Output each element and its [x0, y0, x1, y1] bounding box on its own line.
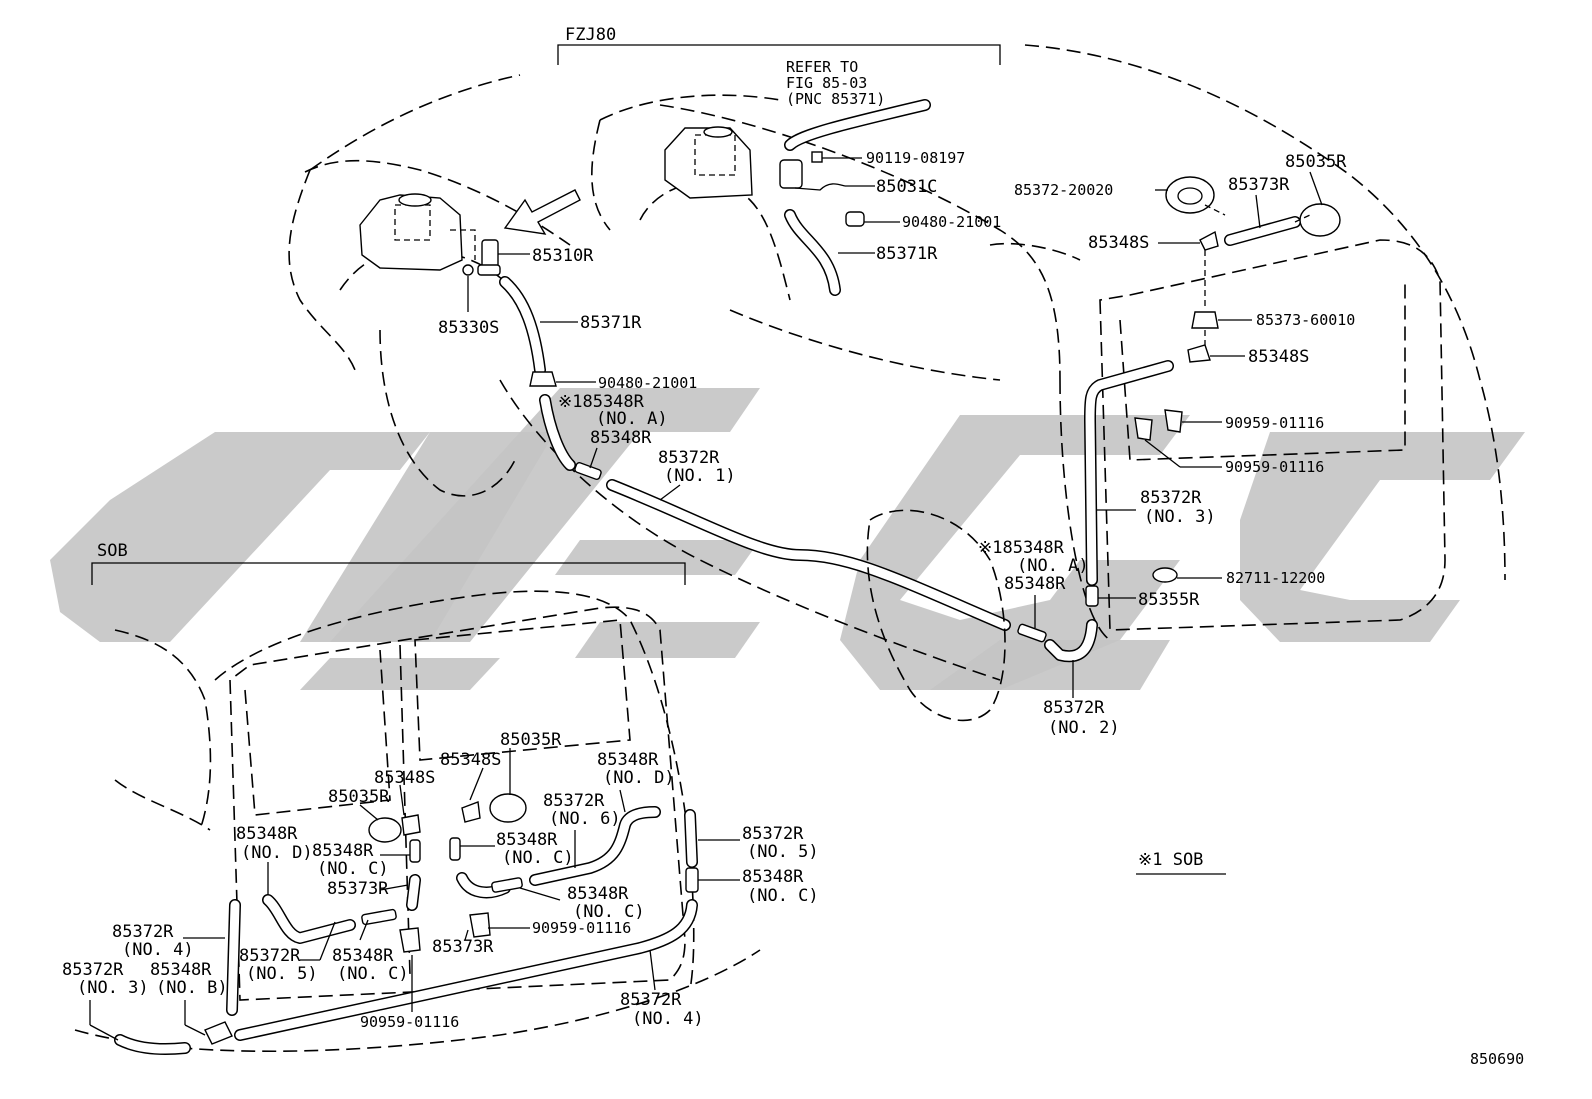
- label-85031c: 85031C: [876, 177, 937, 197]
- label-185348r-a-left: ※185348R: [558, 392, 645, 412]
- label-85372r-no1: 85372R: [658, 448, 720, 468]
- label-sob-85373r-mid: 85373R: [432, 937, 494, 957]
- label-sob-90959-01116-bottom: 90959-01116: [360, 1013, 459, 1031]
- label-noa-left: (NO. A): [596, 409, 668, 429]
- label-85372r-no3-right: 85372R: [1140, 488, 1202, 508]
- label-90119-08197: 90119-08197: [866, 149, 965, 167]
- label-sob-no6: (NO. 6): [549, 809, 621, 829]
- label-sob-85372r-no4-bottom: 85372R: [620, 990, 682, 1010]
- label-90959-01116-r2: 90959-01116: [1225, 458, 1324, 476]
- label-85372r-no2: 85372R: [1043, 698, 1105, 718]
- label-sob-85372r-no5-left: 85372R: [239, 946, 301, 966]
- sob-bracket: SOB: [91, 541, 686, 585]
- label-sob-no3: (NO. 3): [77, 978, 149, 998]
- label-sob-85372r-no4-left: 85372R: [112, 922, 174, 942]
- hose-assembly-sob: [114, 793, 699, 1056]
- label-85348s-right: 85348S: [1248, 347, 1309, 367]
- fzj80-bracket: FZJ80: [557, 25, 1001, 65]
- label-85373r-right: 85373R: [1228, 175, 1290, 195]
- label-refer-2: FIG 85-03: [786, 74, 867, 92]
- hose-assembly-rear: [1017, 176, 1341, 663]
- label-no2: (NO. 2): [1048, 718, 1120, 738]
- label-sob-nod-left: (NO. D): [241, 843, 313, 863]
- part-labels: REFER TO FIG 85-03 (PNC 85371) 90119-081…: [62, 58, 1524, 1068]
- label-82711-12200: 82711-12200: [1226, 569, 1325, 587]
- washer-tank-inset: [664, 126, 753, 199]
- label-185348r-a-right: ※185348R: [978, 538, 1065, 558]
- label-sob-85372r-no6: 85372R: [543, 791, 605, 811]
- label-sob-noc-mid: (NO. C): [502, 848, 574, 868]
- label-sob-85348r-noc-bl: 85348R: [332, 946, 394, 966]
- label-sob-90959-01116-mid: 90959-01116: [532, 919, 631, 937]
- label-sob-85348r-nod-mid: 85348R: [597, 750, 659, 770]
- label-sob-85035r-left: 85035R: [328, 787, 390, 807]
- vehicle-body-inset: [591, 94, 1081, 381]
- label-sob-noc-right: (NO. C): [747, 886, 819, 906]
- label-sob-85348r-noc-mid: 85348R: [496, 830, 558, 850]
- label-85348r-left: 85348R: [590, 428, 652, 448]
- label-sob-noc-bl: (NO. C): [337, 964, 409, 984]
- label-sob-no5-right: (NO. 5): [747, 842, 819, 862]
- label-85035r-right: 85035R: [1285, 152, 1347, 172]
- label-85373-60010: 85373-60010: [1256, 311, 1355, 329]
- label-sob-noc-left: (NO. C): [317, 859, 389, 879]
- label-noa-right: (NO. A): [1017, 556, 1089, 576]
- label-sob-no4-bottom: (NO. 4): [632, 1009, 704, 1029]
- label-no3-right: (NO. 3): [1144, 507, 1216, 527]
- label-90480-21001-top: 90480-21001: [902, 213, 1001, 231]
- label-sob-85348r-noc-right: 85348R: [742, 867, 804, 887]
- leader-lines: [89, 157, 1323, 1041]
- washer-tank-left: [359, 193, 476, 271]
- label-sob-85035r-mid: 85035R: [500, 730, 562, 750]
- label-sob-85348r-nod-left: 85348R: [236, 824, 298, 844]
- label-no1: (NO. 1): [664, 466, 736, 486]
- label-sob-85373r-left: 85373R: [327, 879, 389, 899]
- label-sob-85348r-noc-center: 85348R: [567, 884, 629, 904]
- note-sob: ※1 SOB: [1138, 850, 1203, 870]
- label-85371r-top: 85371R: [876, 244, 938, 264]
- label-sob-nob: (NO. B): [156, 978, 228, 998]
- label-refer-3: (PNC 85371): [786, 90, 885, 108]
- hose-assembly-front: [462, 239, 1011, 631]
- label-85371r-left: 85371R: [580, 313, 642, 333]
- label-85372-20020: 85372-20020: [1014, 181, 1113, 199]
- fzj80-section-label: FZJ80: [565, 25, 616, 45]
- label-90959-01116-r1: 90959-01116: [1225, 414, 1324, 432]
- label-refer-1: REFER TO: [786, 58, 858, 76]
- watermark-logo: [50, 388, 1525, 690]
- label-sob-85348s-mid: 85348S: [440, 750, 501, 770]
- label-sob-85348r-nob: 85348R: [150, 960, 212, 980]
- label-sob-85372r-no3: 85372R: [62, 960, 124, 980]
- label-sob-85348s-left: 85348S: [374, 768, 435, 788]
- label-85348s-right-top: 85348S: [1088, 233, 1149, 253]
- label-sob-85372r-no5-right: 85372R: [742, 824, 804, 844]
- label-sob-85348r-noc-left: 85348R: [312, 841, 374, 861]
- figure-number: 850690: [1470, 1050, 1524, 1068]
- label-sob-noc-center: (NO. C): [573, 902, 645, 922]
- label-85330s: 85330S: [438, 318, 499, 338]
- label-90480-21001-left: 90480-21001: [598, 374, 697, 392]
- vehicle-body-rear: [866, 44, 1506, 722]
- hose-assembly-inset: [779, 99, 931, 296]
- label-85310r: 85310R: [532, 246, 594, 266]
- label-sob-nod-mid: (NO. D): [603, 768, 675, 788]
- direction-arrow: [503, 189, 581, 235]
- label-85355r: 85355R: [1138, 590, 1200, 610]
- label-85348r-right: 85348R: [1004, 574, 1066, 594]
- label-sob-no5-left: (NO. 5): [246, 964, 318, 984]
- label-sob-no4-left: (NO. 4): [122, 940, 194, 960]
- sob-section-label: SOB: [97, 541, 128, 561]
